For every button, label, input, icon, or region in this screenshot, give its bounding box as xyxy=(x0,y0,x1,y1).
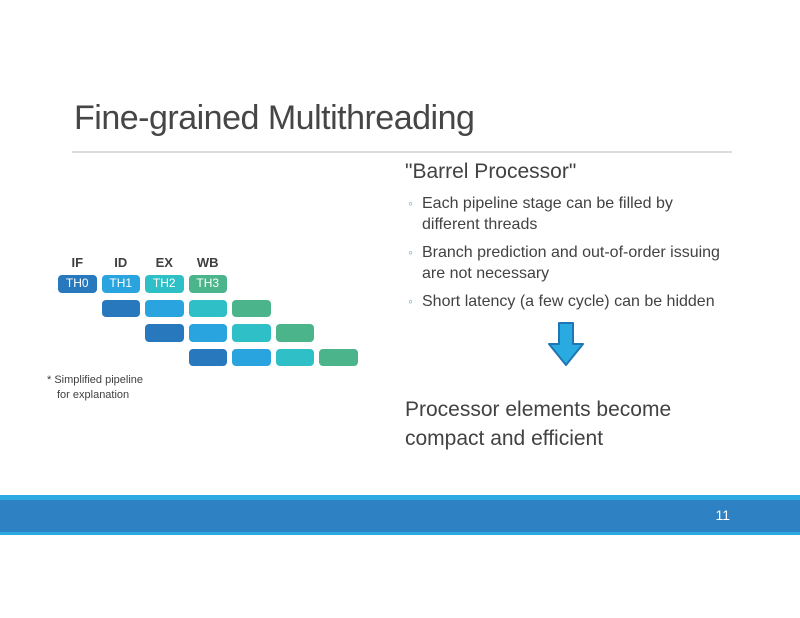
footer-accent-bottom xyxy=(0,532,800,535)
pipeline-block xyxy=(275,324,314,342)
pipeline-block xyxy=(145,299,184,317)
stage-header: WB xyxy=(196,255,219,270)
footer-main: 11 xyxy=(0,500,800,532)
barrel-processor-section: "Barrel Processor" ◦ Each pipeline stage … xyxy=(405,160,745,320)
title-divider xyxy=(72,151,732,153)
bullet-text: Short latency (a few cycle) can be hidde… xyxy=(422,293,715,311)
bullet-item: ◦ Short latency (a few cycle) can be hidd… xyxy=(405,291,745,312)
bullet-text: Branch prediction and out-of-order issui… xyxy=(422,244,720,283)
conclusion-text: Processor elements become compact and ef… xyxy=(405,398,672,450)
page-number: 11 xyxy=(715,507,730,523)
bullet-marker-icon: ◦ xyxy=(408,244,413,261)
pipeline-block xyxy=(188,299,227,317)
bullet-marker-icon: ◦ xyxy=(408,195,413,211)
pipeline-block xyxy=(275,348,314,366)
bullet-item: ◦ Each pipeline stage can be filled by di… xyxy=(405,193,745,235)
pipeline-block xyxy=(232,348,271,366)
pipeline-block: TH3 xyxy=(188,275,227,293)
pipeline-block xyxy=(145,324,184,342)
pipeline-block xyxy=(232,324,271,342)
down-arrow-icon xyxy=(548,322,584,366)
bullet-list: ◦ Each pipeline stage can be filled by di… xyxy=(405,193,745,313)
slide-title: Fine-grained Multithreading xyxy=(74,99,475,137)
diagram-note-line2: for explanation xyxy=(57,388,130,401)
diagram-note-line1: * Simplified pipeline xyxy=(47,374,143,386)
down-arrow-shape xyxy=(548,322,584,366)
stage-header: IF xyxy=(71,255,84,270)
pipeline-block xyxy=(232,299,271,317)
stage-header: EX xyxy=(155,255,173,270)
pipeline-block xyxy=(101,299,140,317)
bullet-marker-icon: ◦ xyxy=(408,293,413,310)
bullet-text: Each pipeline stage can be filled by dif… xyxy=(422,195,673,234)
section-heading: "Barrel Processor" xyxy=(405,160,577,183)
pipeline-block: TH1 xyxy=(101,275,140,293)
pipeline-block: TH2 xyxy=(145,275,184,293)
pipeline-block xyxy=(188,348,227,366)
stage-header: ID xyxy=(114,255,128,270)
pipeline-block xyxy=(188,324,227,342)
footer-accent-top xyxy=(0,495,800,500)
pipeline-block xyxy=(319,348,358,366)
pipeline-block: TH0 xyxy=(58,275,97,293)
bullet-item: ◦ Branch prediction and out-of-order issu… xyxy=(405,242,745,284)
diagram-note: * Simplified pipeline for explanation xyxy=(47,373,143,403)
footer-bar: 11 xyxy=(0,495,800,535)
